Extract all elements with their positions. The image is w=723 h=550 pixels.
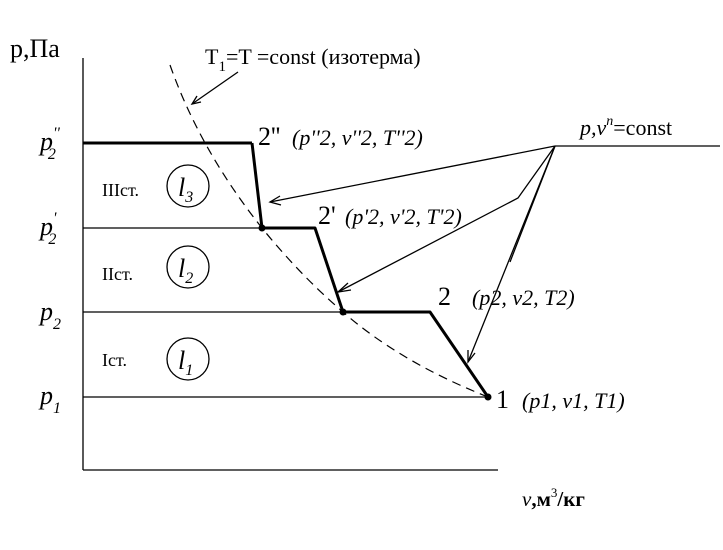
label-p2p: p'2 xyxy=(38,210,57,248)
isotherm-label: T1=T =const (изотерма) xyxy=(205,44,421,75)
label-p2: p2 xyxy=(38,297,61,333)
stage-2-label: IIст. xyxy=(102,264,133,284)
point-1-state: (p1, v1, T1) xyxy=(522,388,625,413)
point-2p-state: (p'2, v'2, T'2) xyxy=(345,204,462,229)
point-2-label: 2 xyxy=(438,282,451,311)
point-2-dot xyxy=(339,308,347,316)
label-p1: p1 xyxy=(38,381,61,417)
point-2pp-label: 2'' xyxy=(258,122,280,151)
polytrope-pointer-4-head xyxy=(467,350,476,364)
polytrope-label: p,vn=const xyxy=(578,114,672,140)
point-1-label: 1 xyxy=(496,385,509,414)
point-2pp-state: (p''2, v''2, T''2) xyxy=(292,125,423,150)
isotherm-pointer xyxy=(191,71,239,105)
polytrope-pointer-1 xyxy=(269,145,556,203)
isotherm-pointer-head xyxy=(190,95,202,105)
x-axis-label: v,м3/кг xyxy=(522,485,585,511)
polytrope-pointer-2-head xyxy=(335,282,352,293)
work-1-circle xyxy=(166,337,210,381)
work-2-label: l2 xyxy=(178,254,193,287)
point-1-dot xyxy=(484,393,492,401)
y-axis-label: p,Па xyxy=(10,34,60,63)
label-p2pp: p''2 xyxy=(38,125,60,163)
work-1-label: l1 xyxy=(178,346,193,379)
stage-1-label: Iст. xyxy=(102,350,127,370)
work-3-label: l3 xyxy=(178,173,193,206)
polytrope-pointer-2 xyxy=(337,145,556,293)
point-2-state: (p2, v2, T2) xyxy=(472,285,575,310)
stage-3-label: IIIст. xyxy=(102,180,139,200)
polytrope-pointer-1-head xyxy=(268,195,282,206)
work-2-circle xyxy=(166,245,210,289)
point-2p-label: 2' xyxy=(318,201,336,230)
work-3-circle xyxy=(166,164,210,208)
point-2p-dot xyxy=(258,224,266,232)
isotherm-curve xyxy=(169,64,489,398)
compression-path xyxy=(250,142,490,398)
polytrope-pointer-4 xyxy=(467,145,556,363)
